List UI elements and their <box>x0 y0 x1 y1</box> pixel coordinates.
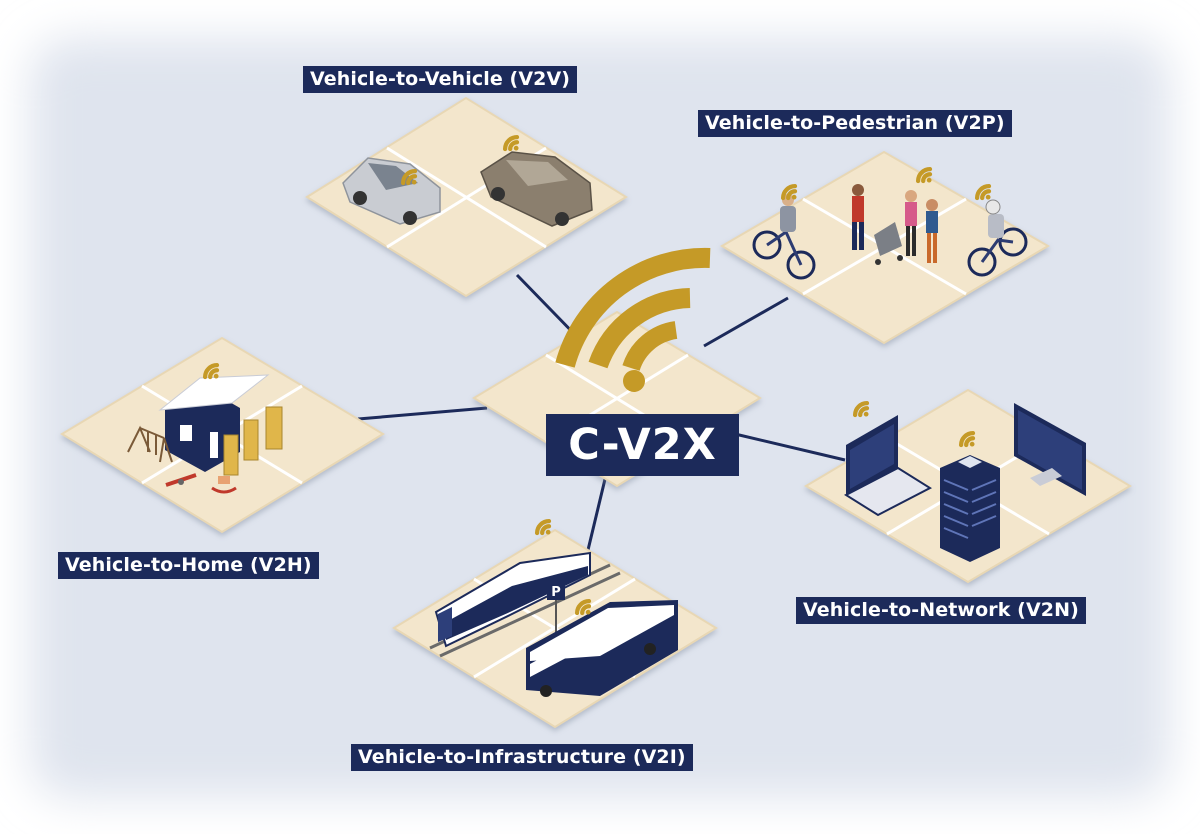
v2p-signal-icon-3 <box>977 186 990 199</box>
v2n-signal-icon-1 <box>855 403 868 416</box>
v2i-label: Vehicle-to-Infrastructure (V2I) <box>351 744 693 771</box>
rocking-horse-icon <box>211 476 237 494</box>
v2p-node <box>720 150 1050 345</box>
pedestrian-child-icon <box>926 199 938 263</box>
bronze-car-icon <box>480 151 593 227</box>
parking-sign-label: P <box>551 585 561 600</box>
v2n-signal-icon-2 <box>961 433 974 446</box>
v2v-tile <box>305 96 628 298</box>
v2i-signal-icon-2 <box>577 601 590 614</box>
seesaw-icon <box>165 473 197 487</box>
connector-v2n <box>734 432 846 462</box>
laptop-icon <box>843 415 933 517</box>
battery-units-icon <box>223 406 283 476</box>
cyclist-right-icon <box>967 199 1028 277</box>
v2p-label: Vehicle-to-Pedestrian (V2P) <box>698 110 1012 137</box>
connector-v2p <box>703 296 789 348</box>
v2h-label: Vehicle-to-Home (V2H) <box>58 552 319 579</box>
swing-set-icon <box>127 425 173 463</box>
pedestrian-man-icon <box>852 184 864 250</box>
v2p-signal-icon-2 <box>918 169 931 182</box>
parking-sign-icon: P <box>547 582 565 638</box>
connector-v2i <box>586 474 608 551</box>
v2v-signal-icon-2 <box>505 137 518 150</box>
v2h-signal-icon <box>205 365 218 378</box>
pedestrian-woman-icon <box>905 190 917 256</box>
house-icon <box>158 374 270 472</box>
v2v-label: Vehicle-to-Vehicle (V2V) <box>303 66 578 93</box>
v2h-node <box>60 336 385 534</box>
stroller-icon <box>874 222 903 265</box>
v2n-node <box>804 388 1132 584</box>
cyclist-left-icon <box>752 194 816 280</box>
monitor-icon <box>1014 403 1086 496</box>
hub-node <box>472 247 762 488</box>
v2v-node <box>305 96 628 298</box>
v2n-label: Vehicle-to-Network (V2N) <box>796 597 1086 624</box>
v2v-signal-icon-1 <box>403 171 416 184</box>
v2i-node: P <box>392 521 718 729</box>
connector-v2h <box>357 406 488 421</box>
hub-label: C-V2X <box>546 414 739 476</box>
wireless-signal-icon <box>555 247 711 392</box>
v2i-signal-icon-1 <box>537 521 550 534</box>
bus-icon <box>526 600 678 697</box>
server-tower-icon <box>940 455 1000 562</box>
v2p-signal-icon-1 <box>783 186 796 199</box>
